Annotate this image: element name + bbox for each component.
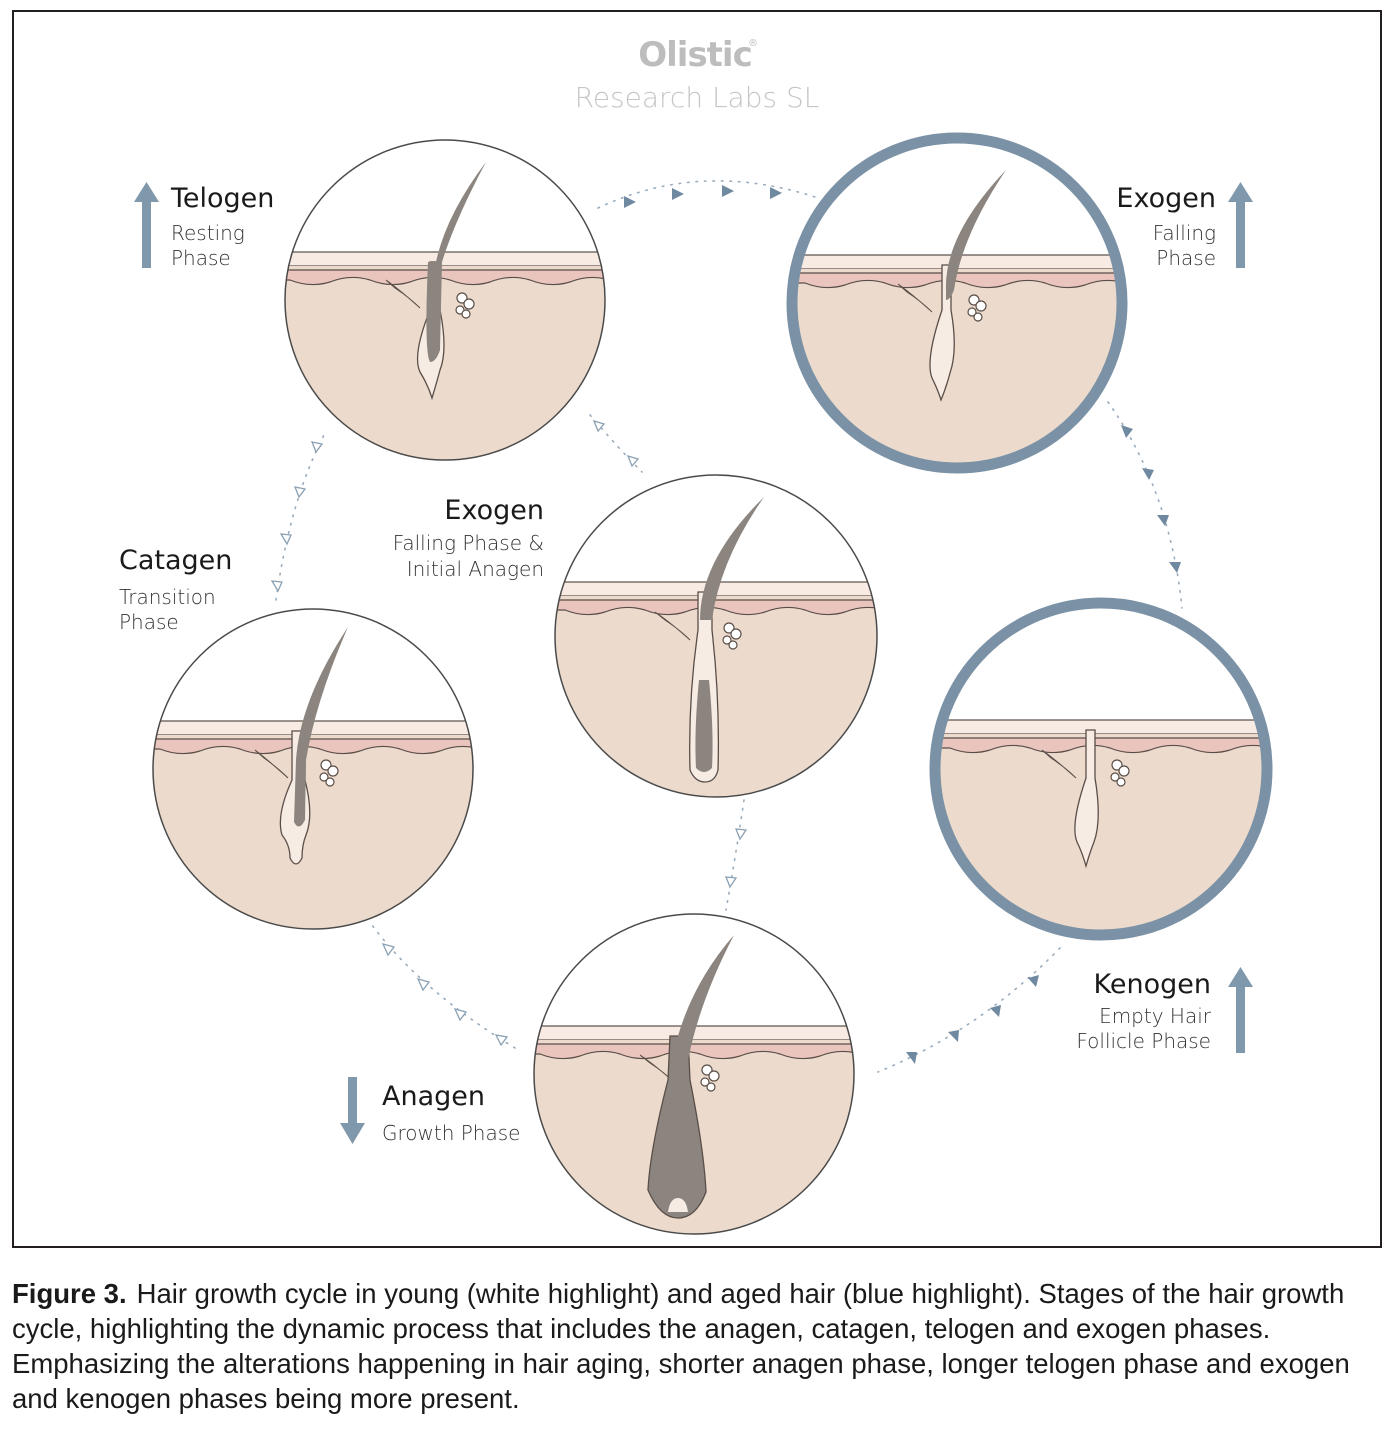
brand-mark: ® xyxy=(748,38,758,49)
brand-subtitle: Research Labs SL xyxy=(575,81,820,114)
exogen-aged-circle xyxy=(786,132,1128,474)
stage-subtitle-line: Phase xyxy=(1156,246,1216,270)
hair-cycle-diagram: Olistic ® Research Labs SL xyxy=(119,35,1273,1235)
label-catagen: Catagen Transition Phase xyxy=(119,545,232,634)
stage-title: Kenogen xyxy=(1094,969,1211,1000)
stage-title: Catagen xyxy=(119,545,232,576)
stage-title: Exogen xyxy=(444,495,544,526)
arrowhead xyxy=(1169,562,1181,573)
stage-title: Telogen xyxy=(170,183,274,214)
arrowhead xyxy=(381,943,396,957)
label-telogen: Telogen Resting Phase xyxy=(134,182,274,270)
arrow-down-icon xyxy=(340,1077,365,1144)
arrowhead xyxy=(310,441,324,454)
stage-subtitle-line: Growth Phase xyxy=(382,1121,520,1145)
cycle-arrowheads-filled xyxy=(624,185,1181,1064)
stage-subtitle-line: Falling xyxy=(1153,221,1216,245)
stage-subtitle-line: Resting xyxy=(171,221,245,245)
arrowhead xyxy=(734,828,748,841)
arrow-up-icon xyxy=(134,182,159,268)
arrowhead xyxy=(592,419,606,433)
figure-caption: Figure 3.Hair growth cycle in young (whi… xyxy=(12,1276,1382,1416)
stage-subtitle-line: Phase xyxy=(171,246,231,270)
stage-subtitle-line: Falling Phase & xyxy=(393,531,544,555)
arrow-up-icon xyxy=(1228,182,1253,268)
connector-exogen-young-anagen xyxy=(725,799,745,911)
arrowhead xyxy=(724,876,738,889)
arrowhead xyxy=(416,978,431,992)
arrowhead xyxy=(1121,425,1133,438)
caption-label: Figure 3. xyxy=(12,1278,127,1309)
stage-subtitle-line: Empty Hair xyxy=(1099,1004,1212,1028)
arrowhead xyxy=(1142,468,1154,480)
arrowhead xyxy=(293,486,307,499)
arrowhead xyxy=(1157,515,1169,526)
arrowhead xyxy=(453,1008,468,1022)
kenogen-circle xyxy=(929,597,1273,941)
connector-anagen-catagen xyxy=(371,924,516,1049)
arrowhead xyxy=(722,185,734,197)
connector-exogen-kenogen xyxy=(1107,401,1183,609)
anagen-circle xyxy=(533,913,855,1235)
stage-subtitle-line: Follicle Phase xyxy=(1076,1029,1211,1053)
arrowhead xyxy=(626,454,640,468)
stage-subtitle-line: Initial Anagen xyxy=(407,557,544,581)
telogen-circle xyxy=(284,139,606,461)
arrowhead xyxy=(990,1005,1001,1017)
brand-name: Olistic xyxy=(638,35,752,75)
arrowhead xyxy=(770,187,782,199)
arrowhead xyxy=(672,188,684,200)
connector-catagen-telogen xyxy=(275,432,326,601)
cycle-arrowheads-hollow xyxy=(270,419,748,1047)
label-anagen: Anagen Growth Phase xyxy=(340,1077,520,1145)
connector-kenogen-anagen xyxy=(877,947,1061,1073)
exogen-young-circle xyxy=(554,474,878,798)
arrow-up-icon xyxy=(1228,967,1253,1053)
arrowhead xyxy=(279,533,292,546)
stage-subtitle-line: Phase xyxy=(119,610,179,634)
stage-subtitle-line: Transition xyxy=(119,585,216,609)
arrowhead xyxy=(624,196,636,208)
stage-title: Exogen xyxy=(1116,183,1216,214)
arrowhead xyxy=(1028,975,1039,987)
arrowhead xyxy=(494,1034,509,1047)
caption-text: Hair growth cycle in young (white highli… xyxy=(12,1278,1350,1414)
catagen-circle xyxy=(152,608,474,930)
arrowhead xyxy=(270,580,283,593)
label-exogen-aged: Exogen Falling Phase xyxy=(1116,182,1253,270)
stage-title: Anagen xyxy=(382,1081,485,1112)
arrowhead xyxy=(948,1030,959,1042)
label-kenogen: Kenogen Empty Hair Follicle Phase xyxy=(1076,967,1253,1053)
arrowhead xyxy=(906,1052,917,1064)
brand-logo: Olistic ® Research Labs SL xyxy=(575,35,820,114)
figure-frame xyxy=(12,10,1382,1248)
label-exogen-young: Exogen Falling Phase & Initial Anagen xyxy=(393,495,544,581)
